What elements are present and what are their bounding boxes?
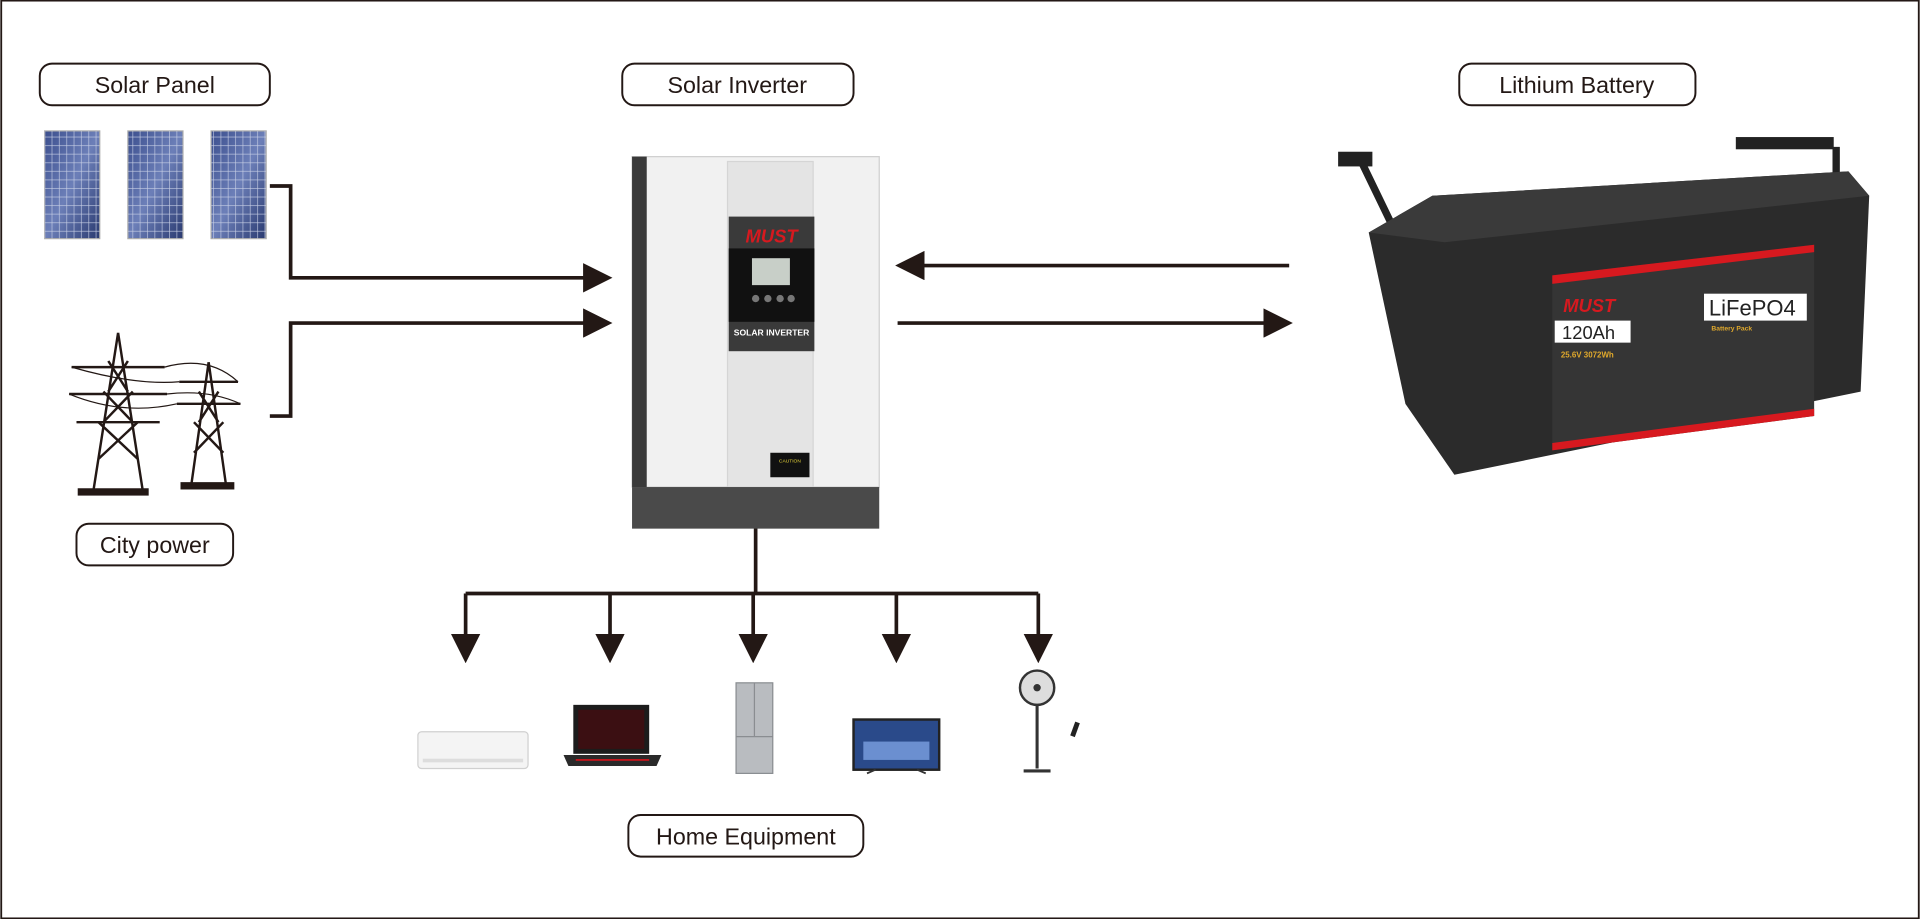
svg-text:CAUTION: CAUTION: [779, 459, 801, 465]
lithium-battery-icon: MUST 120Ah 25.6V 3072Wh LiFePO4 Battery …: [1338, 137, 1870, 475]
svg-text:SOLAR INVERTER: SOLAR INVERTER: [734, 327, 810, 337]
label-lithium-battery: Lithium Battery: [1458, 62, 1697, 107]
svg-text:City power: City power: [100, 532, 210, 558]
svg-text:Home Equipment: Home Equipment: [656, 823, 836, 849]
svg-text:MUST: MUST: [746, 225, 800, 246]
power-pylon-icon: [68, 332, 241, 496]
svg-text:LiFePO4: LiFePO4: [1709, 296, 1796, 321]
label-city-power: City power: [75, 522, 235, 567]
svg-text:Battery Pack: Battery Pack: [1711, 325, 1752, 332]
svg-text:Solar Inverter: Solar Inverter: [668, 72, 808, 98]
svg-text:25.6V 3072Wh: 25.6V 3072Wh: [1561, 350, 1614, 359]
svg-text:MUST: MUST: [1563, 295, 1617, 316]
label-solar-inverter: Solar Inverter: [621, 62, 855, 107]
svg-text:120Ah: 120Ah: [1562, 322, 1615, 343]
solar-to-inverter-arrow: [269, 184, 613, 293]
solar-inverter-icon: MUST SOLAR INVERTER CAUTION: [631, 156, 880, 529]
fan-icon: [1018, 669, 1080, 773]
svg-text:Solar Panel: Solar Panel: [95, 72, 215, 98]
output-arrows: [450, 593, 1054, 664]
laptop-icon: [563, 704, 662, 767]
grid-to-inverter-arrow: [269, 308, 613, 418]
label-home-equipment: Home Equipment: [627, 814, 865, 858]
refrigerator-icon: [735, 682, 774, 774]
label-solar-panel: Solar Panel: [38, 62, 271, 107]
solar-panel-icon: [44, 130, 267, 240]
svg-text:Lithium Battery: Lithium Battery: [1499, 72, 1654, 98]
television-icon: [852, 718, 941, 775]
air-conditioner-icon: [417, 731, 529, 770]
